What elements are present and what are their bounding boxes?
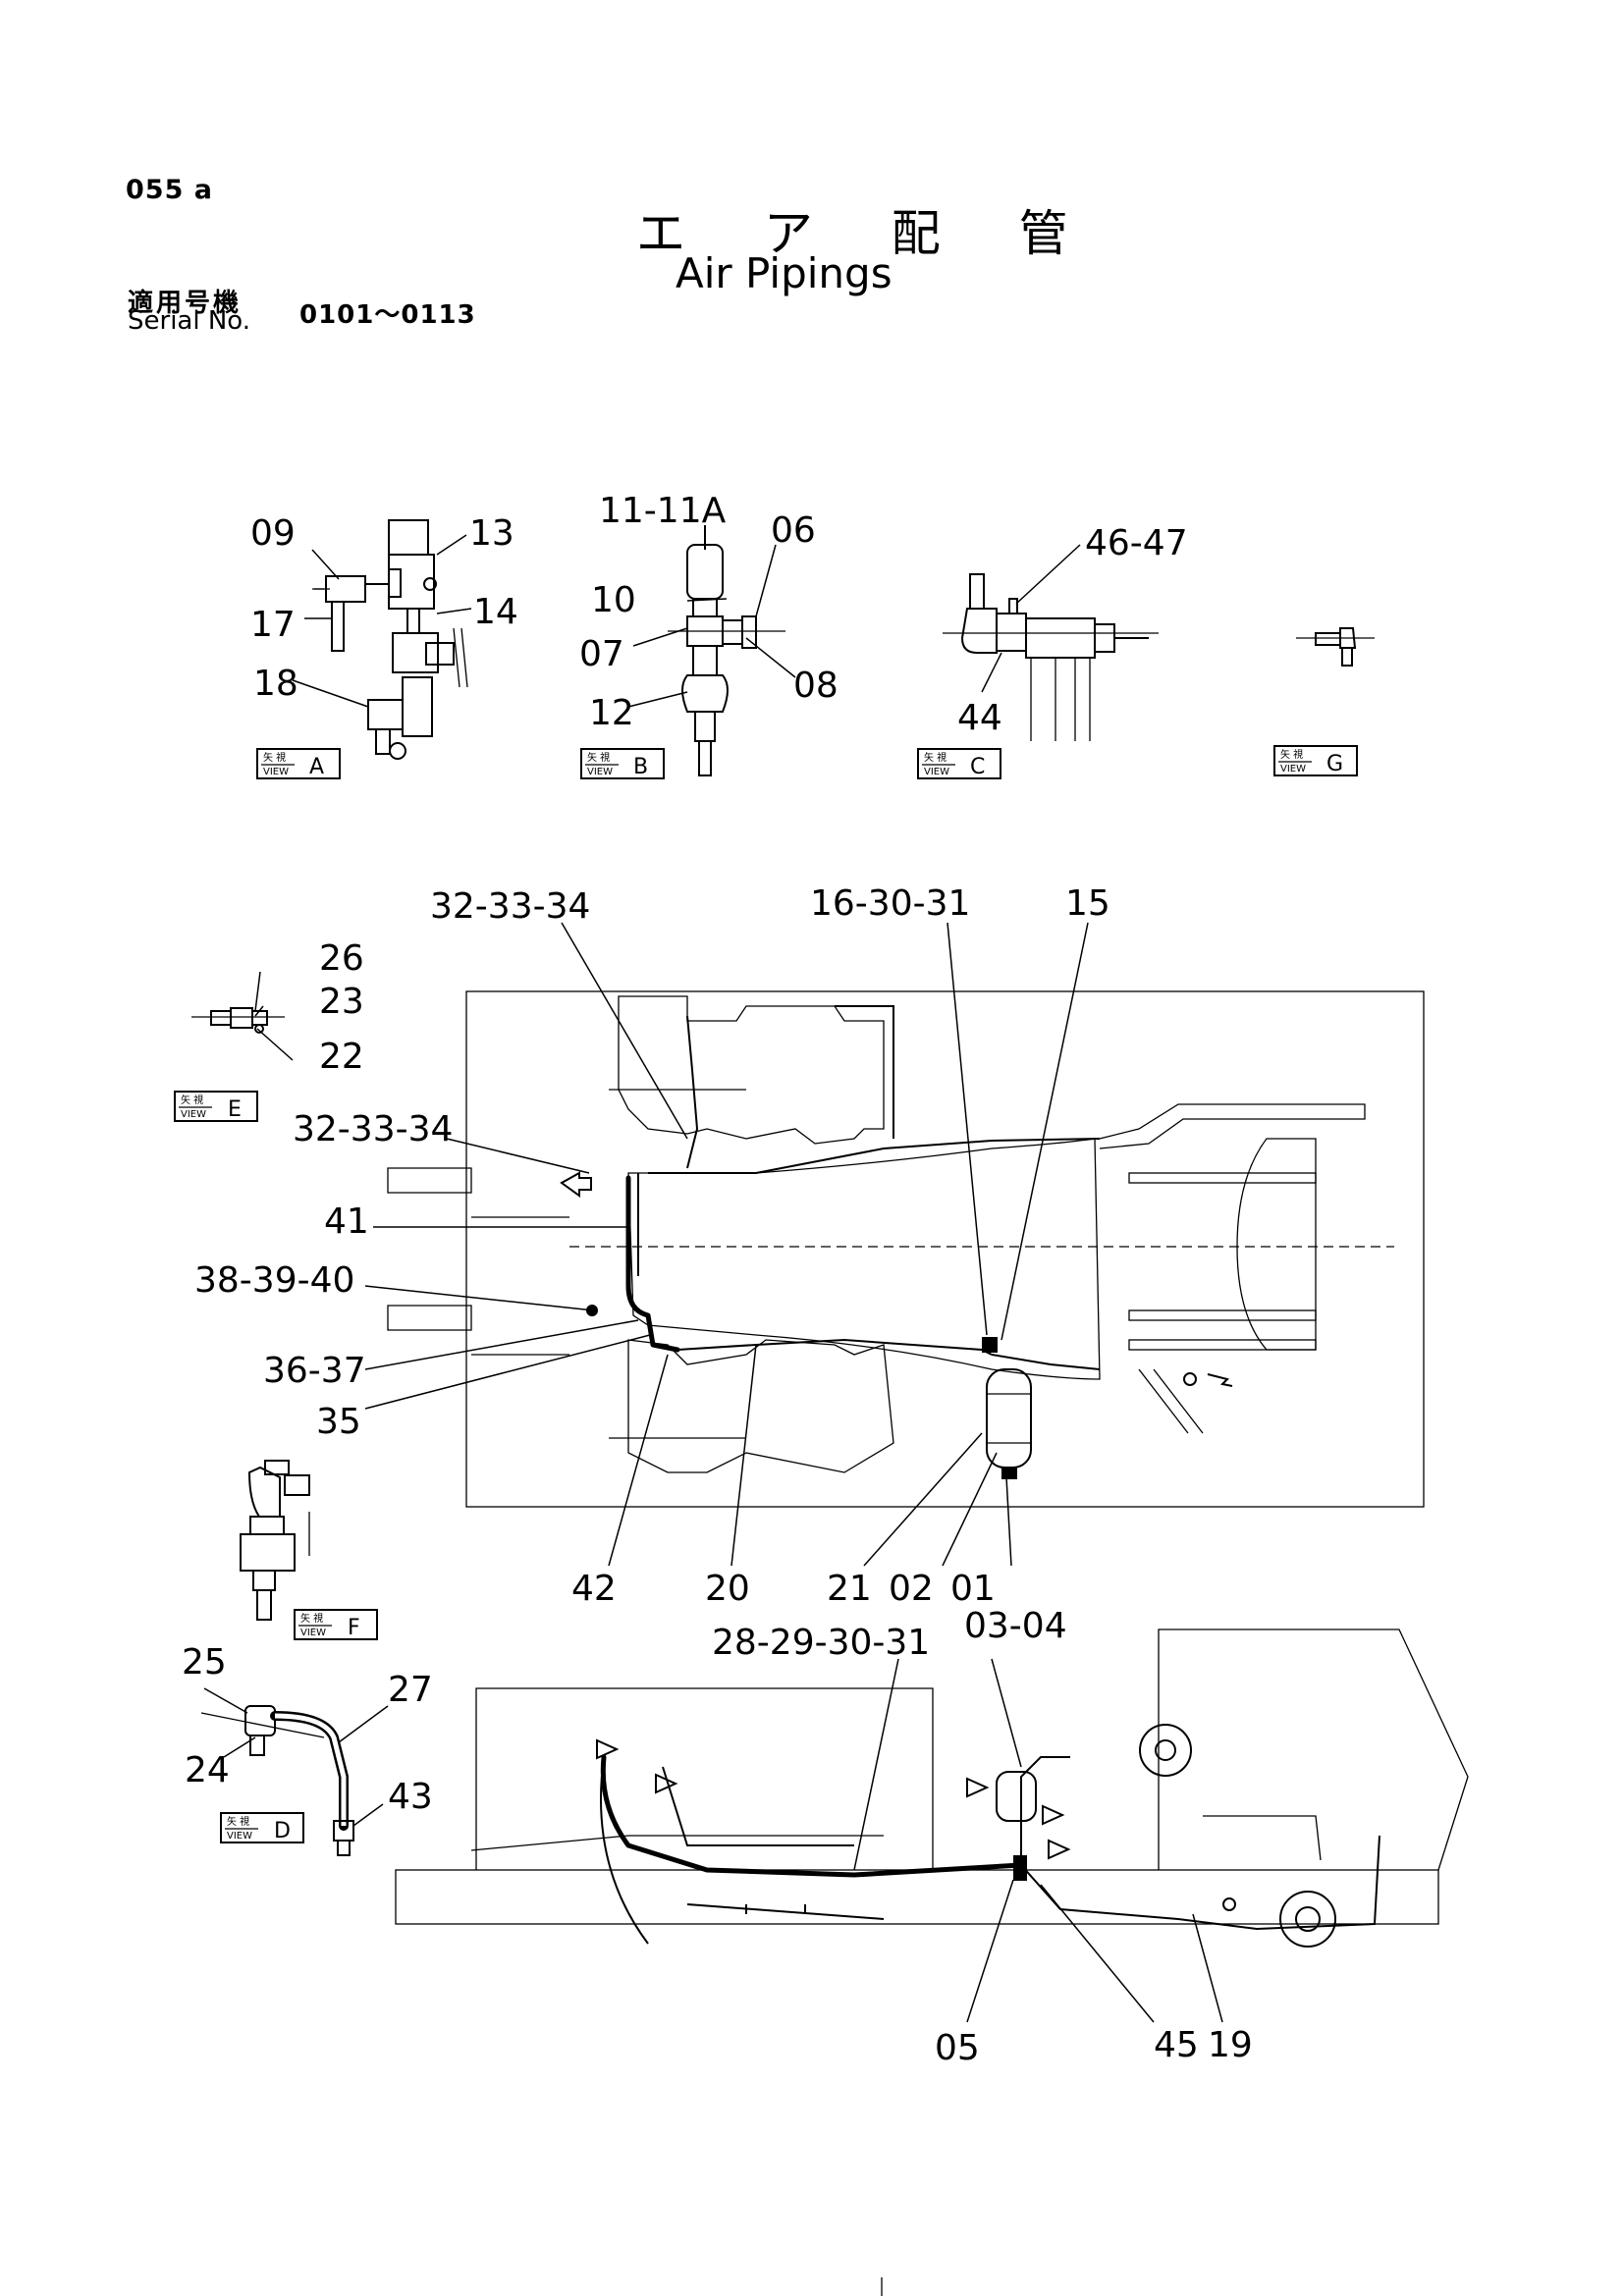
page-title: Air Pipings bbox=[676, 249, 893, 297]
callout-11-11a: 11-11A bbox=[599, 491, 727, 531]
callout-35: 35 bbox=[316, 1402, 361, 1442]
view-letter-a: A bbox=[309, 755, 324, 779]
view-label-g: 矢 視 VIEW G bbox=[1273, 745, 1358, 776]
callout-36-37: 36-37 bbox=[263, 1351, 366, 1391]
callout-46-47: 46-47 bbox=[1085, 523, 1188, 563]
callout-41: 41 bbox=[324, 1201, 369, 1242]
callout-44: 44 bbox=[957, 698, 1002, 738]
callout-43: 43 bbox=[388, 1777, 433, 1817]
view-prefix-en: VIEW bbox=[263, 767, 289, 777]
callout-09: 09 bbox=[250, 513, 296, 554]
view-label-a: 矢 視 VIEW A bbox=[256, 748, 341, 779]
svg-text:矢 視: 矢 視 bbox=[1280, 748, 1303, 761]
callout-20: 20 bbox=[705, 1569, 750, 1609]
callout-32-33-34-left: 32-33-34 bbox=[293, 1109, 453, 1149]
callout-05: 05 bbox=[935, 2028, 980, 2068]
callout-07: 07 bbox=[579, 634, 624, 674]
callout-22: 22 bbox=[319, 1037, 364, 1077]
svg-text:VIEW: VIEW bbox=[227, 1831, 252, 1842]
view-f-detail bbox=[240, 1460, 310, 1621]
serial-range: 0101～0113 bbox=[299, 300, 476, 330]
callout-02: 02 bbox=[889, 1569, 934, 1609]
callout-24: 24 bbox=[185, 1750, 230, 1790]
side-elevation-view bbox=[395, 1629, 1469, 1948]
callout-06: 06 bbox=[771, 510, 816, 551]
callout-labels: 09 13 17 14 18 11-11A 06 10 07 08 12 46-… bbox=[182, 491, 1253, 2068]
view-d-detail bbox=[200, 1705, 354, 1856]
callout-12: 12 bbox=[589, 693, 634, 733]
callout-16-30-31: 16-30-31 bbox=[810, 883, 970, 924]
callout-17: 17 bbox=[250, 605, 296, 645]
callout-26: 26 bbox=[319, 938, 364, 979]
view-g-detail bbox=[1296, 627, 1375, 667]
svg-text:矢 視: 矢 視 bbox=[227, 1815, 249, 1828]
callout-14: 14 bbox=[473, 592, 518, 632]
view-label-d: 矢 視 VIEW D bbox=[220, 1812, 304, 1843]
svg-text:VIEW: VIEW bbox=[181, 1109, 206, 1120]
svg-text:VIEW: VIEW bbox=[1280, 764, 1306, 774]
svg-text:矢 視: 矢 視 bbox=[587, 751, 610, 764]
callout-10: 10 bbox=[591, 580, 636, 620]
serial-label-japanese: 適用号機 bbox=[128, 289, 243, 318]
view-e-detail bbox=[191, 1007, 285, 1034]
view-letter-d: D bbox=[274, 1819, 291, 1843]
callout-19: 19 bbox=[1208, 2025, 1253, 2065]
leader-lines bbox=[203, 534, 1223, 2023]
view-letter-c: C bbox=[970, 755, 985, 779]
view-letter-f: F bbox=[348, 1616, 360, 1640]
view-label-c: 矢 視 VIEW C bbox=[917, 748, 1001, 779]
callout-45: 45 bbox=[1154, 2025, 1199, 2065]
callout-18: 18 bbox=[253, 664, 298, 704]
svg-text:矢 視: 矢 視 bbox=[924, 751, 947, 764]
view-a-detail bbox=[312, 519, 468, 760]
svg-text:VIEW: VIEW bbox=[924, 767, 949, 777]
serial-label: Serial No. bbox=[128, 306, 250, 336]
page-title-japanese: エ ア 配 管 bbox=[636, 205, 1100, 262]
callout-23: 23 bbox=[319, 982, 364, 1022]
callout-28-29-30-31: 28-29-30-31 bbox=[712, 1623, 930, 1663]
view-label-f: 矢 視 VIEW F bbox=[294, 1609, 378, 1640]
callout-13: 13 bbox=[469, 513, 514, 554]
callout-03-04: 03-04 bbox=[964, 1606, 1067, 1646]
view-label-b: 矢 視 VIEW B bbox=[580, 748, 665, 779]
callout-27: 27 bbox=[388, 1670, 433, 1710]
svg-text:VIEW: VIEW bbox=[300, 1628, 326, 1638]
svg-text:VIEW: VIEW bbox=[587, 767, 613, 777]
main-plan-view bbox=[387, 990, 1425, 1508]
view-letter-g: G bbox=[1326, 752, 1343, 776]
view-prefix-jp: 矢 視 bbox=[263, 751, 286, 764]
callout-42: 42 bbox=[571, 1569, 617, 1609]
view-b-detail bbox=[668, 525, 785, 776]
callout-21: 21 bbox=[827, 1569, 872, 1609]
view-letter-e: E bbox=[228, 1097, 242, 1122]
view-label-e: 矢 視 VIEW E bbox=[174, 1091, 258, 1122]
view-c-detail bbox=[943, 573, 1159, 741]
svg-text:矢 視: 矢 視 bbox=[181, 1094, 203, 1106]
view-letter-b: B bbox=[633, 755, 648, 779]
callout-15: 15 bbox=[1065, 883, 1110, 924]
callout-25: 25 bbox=[182, 1642, 227, 1682]
callout-08: 08 bbox=[793, 666, 839, 706]
page-code: 055 a bbox=[126, 175, 213, 205]
svg-text:矢 視: 矢 視 bbox=[300, 1612, 323, 1625]
callout-32-33-34-top: 32-33-34 bbox=[430, 886, 590, 927]
callout-01: 01 bbox=[950, 1569, 996, 1609]
callout-38-39-40: 38-39-40 bbox=[194, 1260, 354, 1301]
